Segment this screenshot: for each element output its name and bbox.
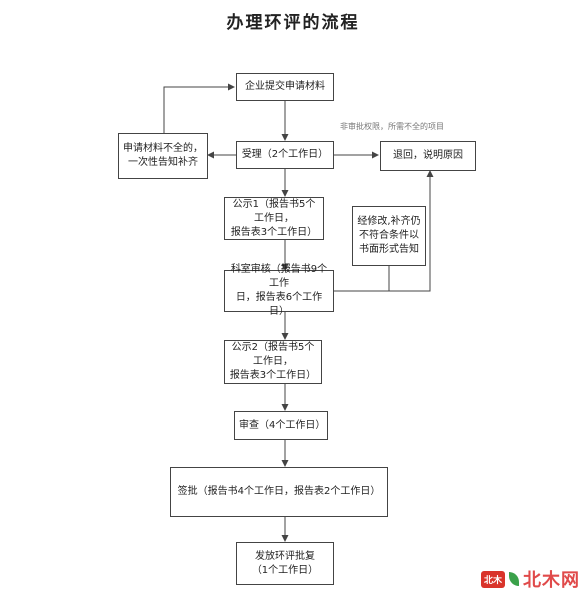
node-submit-materials: 企业提交申请材料 [236,73,334,101]
node-publicity-2: 公示2（报告书5个工作日， 报告表3个工作日） [224,340,322,384]
arrow-review-return [334,170,434,292]
leaf-icon [509,572,519,586]
node-return: 退回，说明原因 [380,141,476,171]
node-incomplete-notice: 申请材料不全的， 一次性告知补齐 [118,133,208,179]
diagram-title: 办理环评的流程 [226,13,360,33]
node-accept: 受理（2个工作日） [236,141,334,169]
node-department-review: 科室审核（报告书9个工作 日，报告表6个工作日） [224,264,334,317]
watermark-badge: 北木 [480,570,505,588]
watermark: 北木 北木网 [480,566,580,592]
node-issue-approval: 发放环评批复 （1个工作日） [236,542,334,585]
node-publicity-1: 公示1（报告书5个工作日， 报告表3个工作日） [224,197,324,240]
watermark-text: 北木网 [523,570,580,591]
node-corrected-fail-notice: 经修改,补齐仍 不符合条件以 书面形式告知 [352,206,426,266]
arrow-incomplete-submit [163,83,235,133]
annotation-non-approval: 非审批权限，所需不全的项目 [340,122,444,131]
node-examine: 审查（4个工作日） [234,411,328,440]
node-sign-approval: 签批（报告书4个工作日，报告表2个工作日） [170,467,388,517]
